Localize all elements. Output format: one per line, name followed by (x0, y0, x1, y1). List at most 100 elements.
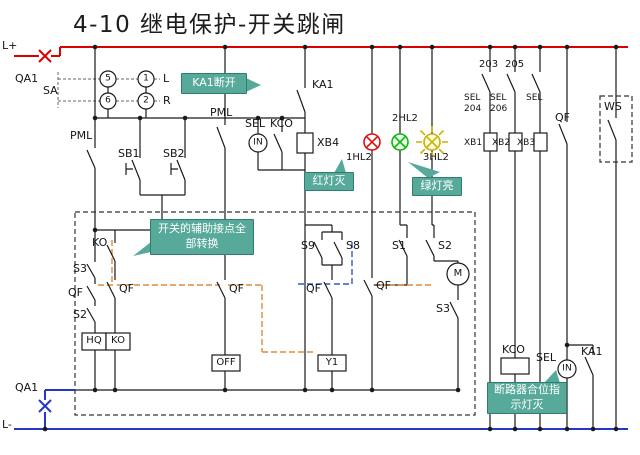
callout-ka1-open: KA1断开 (181, 73, 247, 94)
feeder-205-label: 205 (505, 59, 525, 70)
xb1-box (483, 132, 498, 152)
sa-linkage-dashes (57, 72, 160, 108)
callout-green-lamp-on: 绿灯亮 (412, 177, 462, 196)
negative-bus-label: L- (2, 418, 12, 431)
aux-callout-pointer (133, 242, 151, 256)
component-boxes (81, 132, 548, 375)
ka1-callout-pointer (246, 78, 261, 92)
sa-label: SA (43, 84, 58, 97)
positive-bus-label: L+ (2, 39, 18, 52)
s3-left-label: S3 (73, 262, 87, 275)
ko-contact-label: KO (92, 236, 108, 249)
sel206-line1-label: SEL (490, 93, 507, 103)
red-callout-pointer (334, 159, 346, 173)
xb3-label: XB3 (517, 138, 536, 148)
in-meter-mid-icon (248, 133, 268, 153)
callout-breaker-indicator: 断路器合位指 示灯灭 (487, 382, 567, 414)
s9-label: S9 (301, 239, 315, 252)
off-coil-box (211, 354, 241, 372)
sel-bottom-label: SEL (536, 351, 557, 364)
callout-breaker-indicator-line2: 示灯灭 (510, 398, 544, 411)
in-meter-bottom-icon (557, 359, 577, 379)
s8-label: S8 (346, 239, 360, 252)
qf-mid-left-label: QF (229, 282, 244, 295)
isolator-bottom-icon (38, 399, 52, 413)
sa-contact-1-label: 1 (143, 73, 149, 84)
sel3-label: SEL (526, 93, 543, 103)
callout-ka1-open-text: KA1断开 (192, 76, 236, 90)
sa-contact-6-label: 6 (105, 95, 111, 106)
sa-contact-5-icon (99, 70, 117, 88)
in-bottom-label: IN (562, 363, 572, 374)
ka1-top-label: KA1 (312, 78, 334, 91)
positive-bus (14, 46, 628, 63)
hq-coil-label: HQ (86, 335, 102, 346)
kco-coil-box (500, 357, 530, 375)
xb1-label: XB1 (464, 138, 483, 148)
sb1-label: SB1 (118, 147, 140, 160)
xb2-box (508, 132, 523, 152)
sa-contact-5-label: 5 (105, 73, 111, 84)
sa-contact-6-icon (99, 92, 117, 110)
positive-bus-line (14, 46, 628, 57)
sel204-line2-label: 204 (464, 104, 482, 114)
callout-red-lamp-off-text: 红灯灭 (312, 174, 346, 188)
lamp-yellow-icon (416, 126, 448, 158)
ko-coil-label: KO (111, 335, 125, 346)
motor-label: M (453, 268, 463, 279)
callout-aux-contacts-line2: 部转换 (185, 237, 219, 250)
lamp-yellow-label: 3HL2 (423, 152, 449, 163)
sel206-line2-label: 206 (490, 104, 508, 114)
y1-coil-label: Y1 (325, 357, 339, 368)
kco-bottom-label: KCO (502, 343, 525, 356)
ka1-bottom-label: KA1 (581, 345, 603, 358)
xb2-label: XB2 (492, 138, 511, 148)
lamp-yellow-rays (416, 126, 448, 158)
sa-contact-2-label: 2 (143, 95, 149, 106)
green-callout-pointer (408, 162, 440, 178)
aux-contacts-dashed-box (74, 211, 476, 416)
ko-coil-box (105, 332, 131, 351)
sel-mid-label: SEL (245, 117, 266, 130)
isolator-top-icon (38, 49, 52, 63)
callout-green-lamp-on-text: 绿灯亮 (420, 179, 454, 193)
qf-lamp-col-label: QF (376, 279, 391, 292)
motor-icon (446, 262, 470, 286)
sa-right-pos-label: R (163, 94, 171, 107)
lamp-green-icon (391, 133, 409, 151)
ws-label: WS (604, 100, 622, 113)
contact-gaps (93, 72, 618, 375)
s1-label: S1 (392, 239, 406, 252)
qf-top-label: QF (555, 111, 570, 124)
sb2-label: SB2 (163, 147, 185, 160)
isolator-bottom-label: QA1 (15, 381, 39, 394)
kco-mid-label: KCO (270, 117, 293, 130)
page-title: 4-10 继电保护-开关跳闸 (73, 12, 346, 38)
sa-contact-2-icon (137, 92, 155, 110)
negative-bus-line (14, 389, 628, 430)
pml-left-label: PML (70, 129, 93, 142)
callout-aux-contacts: 开关的辅助接点全 部转换 (150, 219, 254, 255)
xb4-box (296, 132, 314, 154)
highlight-orange-dashes (98, 240, 432, 353)
s2-right-label: S2 (438, 239, 452, 252)
junction-dots (42, 44, 619, 432)
feeder-203-label: 203 (479, 59, 499, 70)
xb4-label: XB4 (317, 136, 340, 149)
pml-right-label: PML (210, 106, 233, 119)
callout-aux-contacts-line1: 开关的辅助接点全 (158, 222, 246, 236)
qf-ko-col-label: QF (119, 282, 134, 295)
circle-symbols (99, 70, 577, 379)
lamp-green-label: 2HL2 (392, 113, 418, 124)
callout-red-lamp-off: 红灯灭 (304, 172, 354, 191)
callout-pointers (133, 78, 560, 383)
lamp-red-icon (363, 133, 381, 151)
xb3-box (533, 132, 548, 152)
negative-bus (14, 389, 628, 430)
s2-left-label: S2 (73, 308, 87, 321)
y1-coil-box (317, 354, 347, 372)
isolator-top-label: QA1 (15, 72, 39, 85)
off-coil-label: OFF (216, 357, 236, 368)
